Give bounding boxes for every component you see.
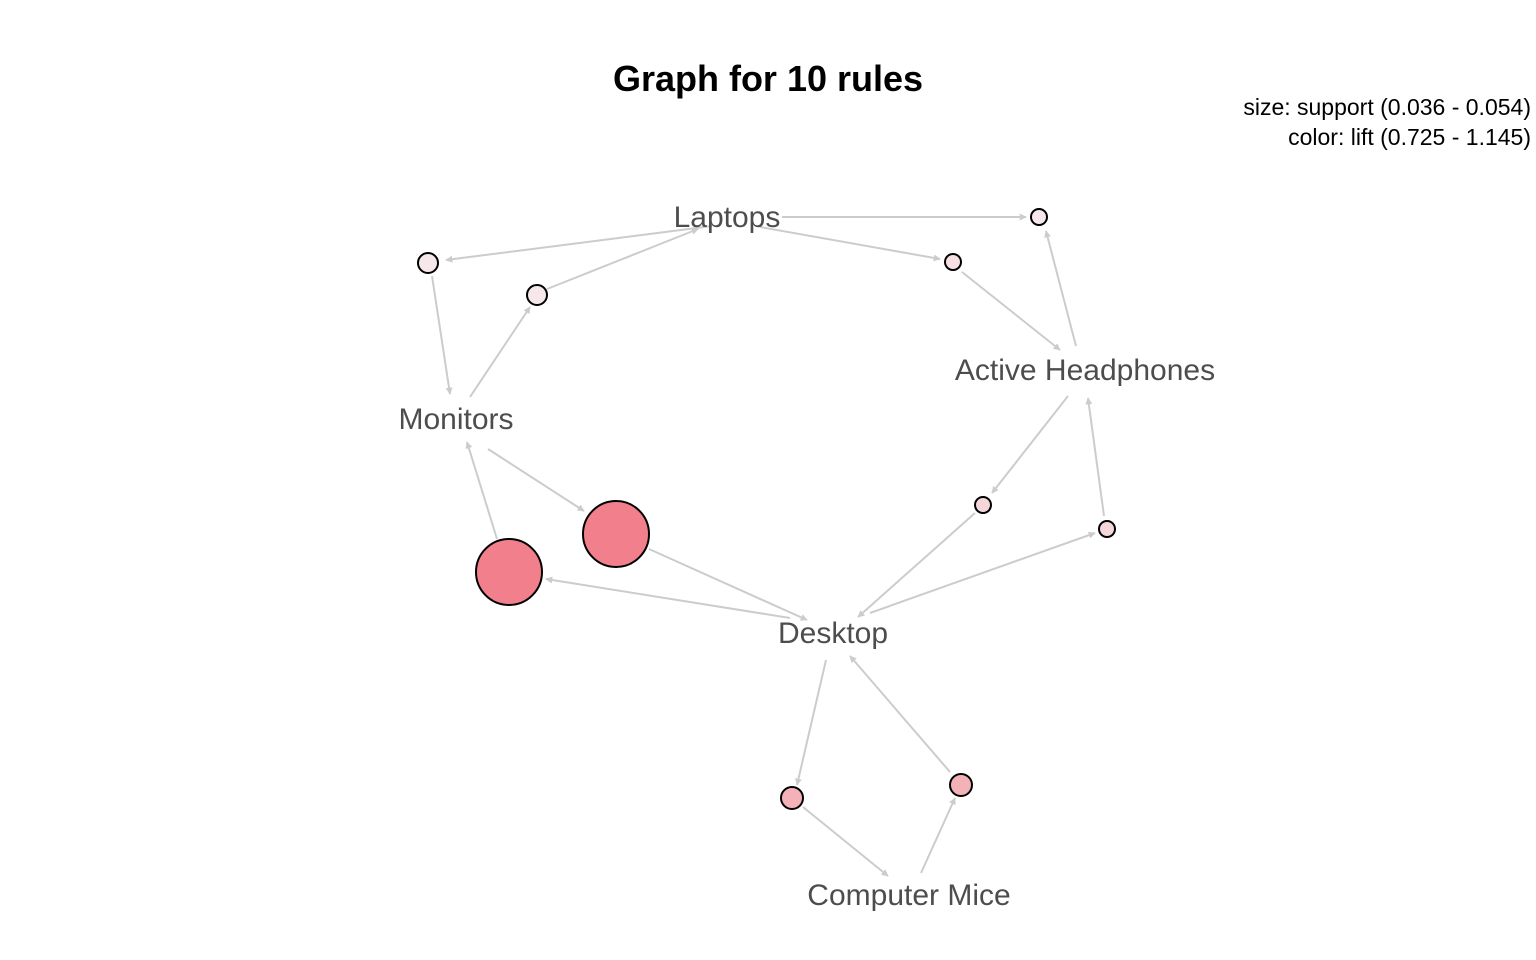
edge-arrow-9 [487, 448, 585, 512]
rule-node-r8 [1098, 520, 1116, 538]
rule-node-r5 [582, 500, 650, 568]
edge-arrow-11 [545, 576, 791, 619]
rule-node-r1 [417, 252, 439, 274]
rule-node-r6 [475, 538, 543, 606]
rule-node-r2 [526, 284, 548, 306]
legend-color: color: lift (0.725 - 1.145) [1288, 124, 1531, 150]
edge-arrow-14 [857, 512, 976, 618]
rule-node-r4 [944, 253, 962, 271]
edge-arrow-15 [869, 531, 1096, 614]
rule-node-r9 [780, 786, 804, 810]
item-label-monitors: Monitors [398, 403, 513, 436]
edge-arrow-2 [431, 275, 453, 395]
edge-arrow-20 [849, 655, 951, 773]
rule-node-r10 [949, 773, 973, 797]
edges [431, 213, 1105, 877]
edge-arrow-7 [759, 226, 941, 262]
legend-size: size: support (0.036 - 0.054) [1243, 94, 1531, 120]
edge-arrow-8 [961, 271, 1061, 351]
item-label-computer-mice: Computer Mice [807, 879, 1010, 912]
rule-node-r3 [1030, 208, 1048, 226]
item-label-active-headphones: Active Headphones [955, 354, 1215, 387]
edge-arrow-16 [1085, 397, 1105, 517]
graph-title: Graph for 10 rules [613, 58, 923, 99]
edge-arrow-12 [465, 441, 498, 540]
edge-arrow-4 [546, 228, 699, 290]
edge-arrow-5 [1044, 230, 1077, 347]
edge-arrow-3 [469, 306, 531, 398]
rule-nodes [417, 208, 1116, 810]
edge-arrow-1 [445, 225, 713, 263]
edge-arrow-13 [991, 395, 1069, 494]
edge-arrow-19 [920, 797, 956, 874]
edge-arrow-17 [795, 659, 827, 786]
item-label-desktop: Desktop [778, 617, 888, 650]
rule-node-r7 [974, 496, 992, 514]
item-label-laptops: Laptops [674, 201, 781, 234]
edge-arrow-10 [648, 548, 808, 621]
edge-arrow-18 [802, 806, 889, 877]
